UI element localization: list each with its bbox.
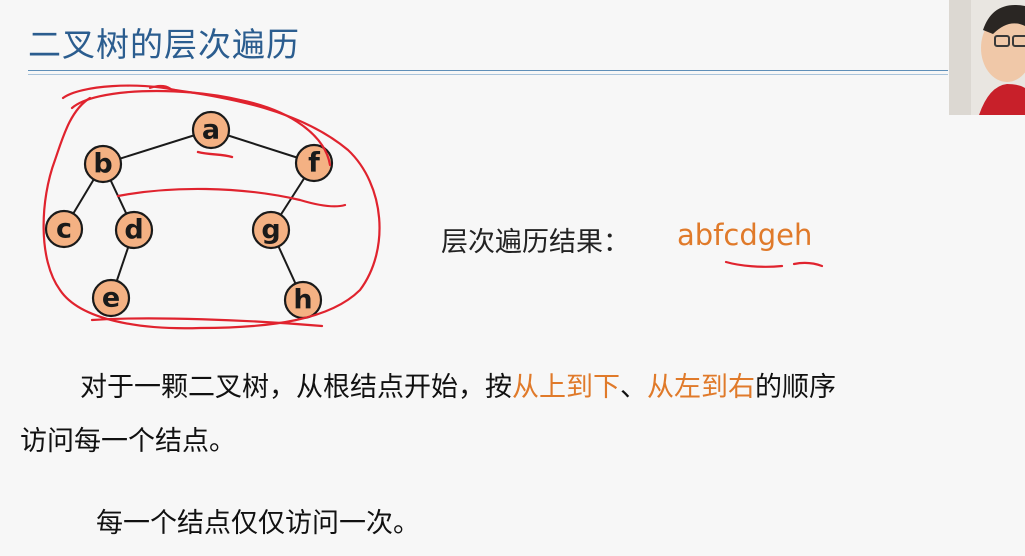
tree-node-label: d: [124, 215, 143, 246]
tree-node-circle: [191, 110, 231, 150]
title-underline: [28, 70, 948, 71]
tree-node-circle: [91, 278, 131, 318]
tree-node-label: a: [202, 115, 220, 146]
tree-node-circle: [83, 144, 123, 184]
description-line-3: 每一个结点仅仅访问一次。: [96, 508, 420, 539]
binary-tree-diagram: a b f c d g e h: [42, 84, 381, 330]
tree-node-circle: [251, 210, 291, 250]
tree-node-label: f: [308, 148, 320, 179]
annotation-top-tick: [149, 84, 173, 91]
tree-node-h: h: [283, 280, 323, 320]
description-line-2: 访问每一个结点。: [20, 426, 236, 457]
annotation-level-divider: [116, 187, 347, 208]
tree-node-label: e: [102, 283, 120, 314]
highlight-top-to-bottom: 从上到下: [512, 372, 620, 403]
traversal-result-value: abfcdgeh: [677, 218, 813, 252]
description-line-1-suffix: 的顺序: [755, 372, 836, 403]
highlight-left-to-right: 从左到右: [647, 372, 755, 403]
tree-node-c: c: [44, 209, 84, 249]
annotation-root-underline: [196, 150, 234, 159]
tree-node-circle: [294, 143, 334, 183]
tree-node-label: h: [293, 285, 312, 316]
annotation-bottom-stroke: [90, 317, 324, 328]
tree-node-f: f: [294, 143, 334, 183]
tree-nodes: a b f c d g e h: [44, 110, 334, 320]
title-underline-secondary: [28, 74, 948, 75]
tree-node-circle: [44, 209, 84, 249]
tree-node-a: a: [191, 110, 231, 150]
presenter-webcam: [949, 0, 1025, 115]
slide-title: 二叉树的层次遍历: [28, 25, 300, 64]
tree-node-g: g: [251, 210, 291, 250]
tree-node-d: d: [114, 210, 154, 250]
tree-node-label: g: [261, 215, 280, 246]
tree-node-e: e: [91, 278, 131, 318]
description-line-1: 对于一颗二叉树，从根结点开始，按从上到下、从左到右的顺序: [80, 365, 836, 404]
description-line-1-prefix: 对于一颗二叉树，从根结点开始，按: [80, 372, 512, 403]
annotation-loop-inner: [70, 89, 332, 167]
tree-node-circle: [114, 210, 154, 250]
tree-node-b: b: [83, 144, 123, 184]
tree-node-label: c: [56, 214, 72, 245]
traversal-result-label: 层次遍历结果：: [441, 227, 630, 258]
hand-drawn-annotations: [42, 84, 381, 330]
tree-node-label: b: [93, 149, 112, 180]
description-separator: 、: [620, 372, 647, 403]
